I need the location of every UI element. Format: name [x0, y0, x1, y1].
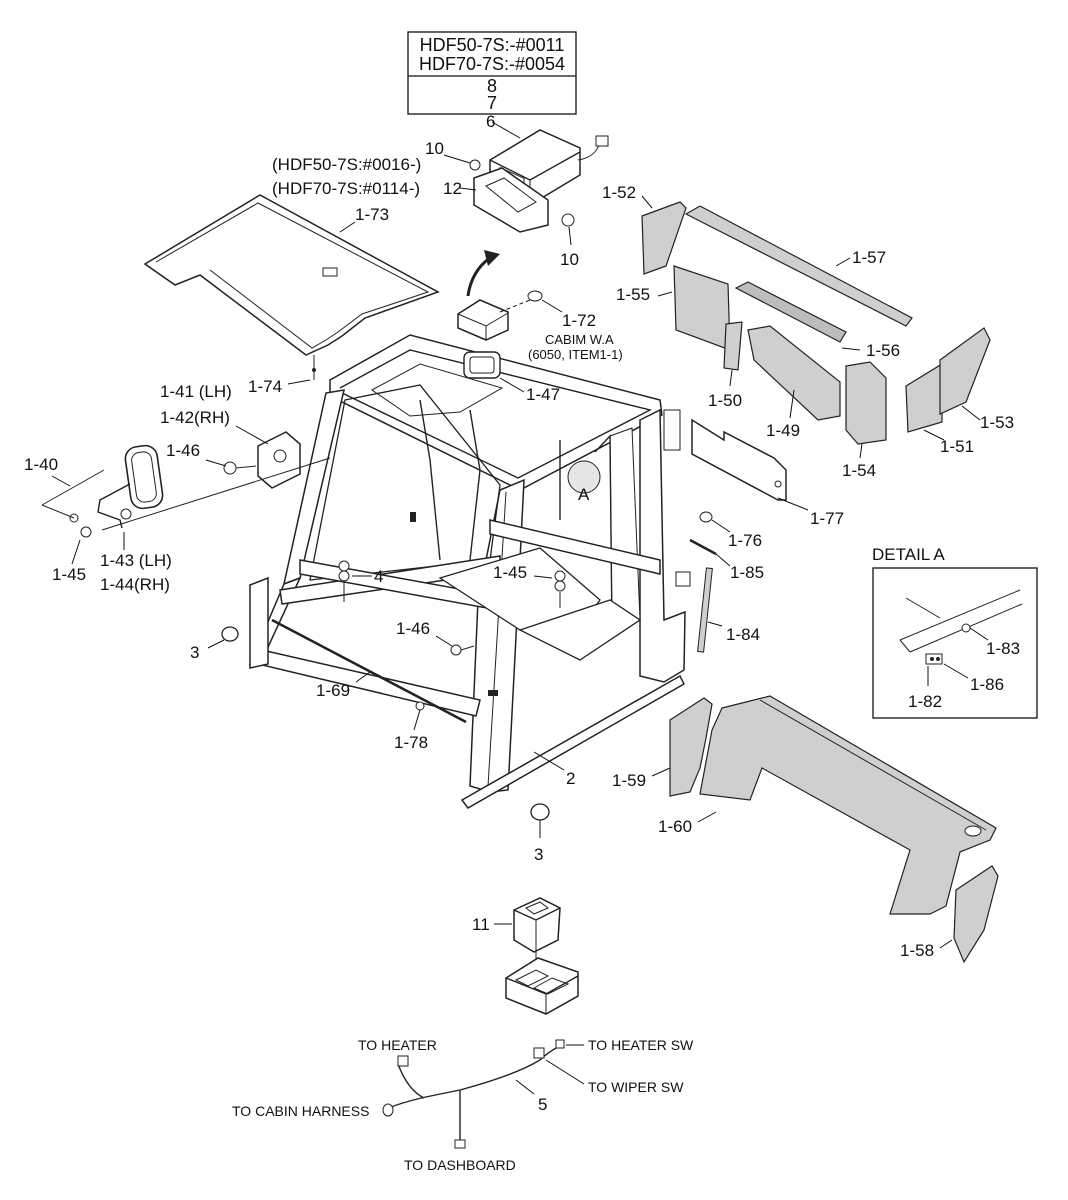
callout-1-74: 1-74: [248, 377, 282, 396]
callout-1-86: 1-86: [970, 675, 1004, 694]
callout-1-60: 1-60: [658, 817, 692, 836]
callout-1-46b: 1-46: [396, 619, 430, 638]
callout-5: 5: [538, 1095, 547, 1114]
radio-unit: [469, 129, 609, 233]
callout-12: 12: [443, 179, 462, 198]
header-line-2: HDF70-7S:-#0054: [419, 54, 565, 74]
serial-note-1: (HDF50-7S:#0016-): [272, 155, 421, 174]
cabin-note-2: (6050, ITEM1-1): [528, 347, 623, 362]
callout-1-42: 1-42(RH): [160, 408, 230, 427]
callout-1-76: 1-76: [728, 531, 762, 550]
callout-1-47: 1-47: [526, 385, 560, 404]
callout-1-77: 1-77: [810, 509, 844, 528]
callout-1-53: 1-53: [980, 413, 1014, 432]
mirror-assembly: [41, 431, 331, 538]
rocker-switch: [505, 897, 579, 1015]
callout-1-49: 1-49: [766, 421, 800, 440]
callout-1-41: 1-41 (LH): [160, 382, 232, 401]
serial-note-2: (HDF70-7S:#0114-): [272, 179, 420, 198]
callout-1-78: 1-78: [394, 733, 428, 752]
label-to-heater: TO HEATER: [358, 1037, 437, 1053]
detail-a-drawing: [899, 589, 1023, 686]
callout-1-44: 1-44(RH): [100, 575, 170, 594]
callout-1-45b: 1-45: [493, 563, 527, 582]
detail-title: DETAIL A: [872, 545, 945, 564]
header-line-4: 7: [487, 93, 497, 113]
cabin-frame: [248, 334, 691, 809]
header-box: HDF50-7S:-#0011 HDF70-7S:-#0054 8 7: [407, 31, 577, 115]
callout-1-52: 1-52: [602, 183, 636, 202]
label-to-cabin-harness: TO CABIN HARNESS: [232, 1103, 369, 1119]
bolt-4: [338, 560, 350, 602]
callout-1-69: 1-69: [316, 681, 350, 700]
callout-1-46a: 1-46: [166, 441, 200, 460]
callout-4: 4: [374, 567, 383, 586]
label-to-dashboard: TO DASHBOARD: [404, 1157, 516, 1173]
callout-1-54: 1-54: [842, 461, 876, 480]
header-line-3: 8: [487, 76, 497, 96]
insulation-pads: [641, 201, 991, 445]
lower-pads: [669, 695, 999, 964]
callout-2: 2: [566, 769, 575, 788]
label-to-wiper-sw: TO WIPER SW: [588, 1079, 684, 1095]
roof-panel: [143, 194, 440, 380]
callout-10b: 10: [560, 250, 579, 269]
callout-1-82: 1-82: [908, 692, 942, 711]
wire-harness: [382, 1039, 565, 1149]
callout-10a: 10: [425, 139, 444, 158]
callout-1-84: 1-84: [726, 625, 760, 644]
callout-1-55: 1-55: [616, 285, 650, 304]
callout-1-59: 1-59: [612, 771, 646, 790]
bolt-1-45b: [554, 570, 566, 608]
callout-1-83: 1-83: [986, 639, 1020, 658]
callout-1-50: 1-50: [708, 391, 742, 410]
callout-1-45a: 1-45: [52, 565, 86, 584]
callout-1-85: 1-85: [730, 563, 764, 582]
callout-1-40: 1-40: [24, 455, 58, 474]
callout-6: 6: [486, 112, 495, 131]
cabin-note-1: CABIM W.A: [545, 332, 614, 347]
callout-1-57: 1-57: [852, 248, 886, 267]
callout-1-56: 1-56: [866, 341, 900, 360]
callout-11: 11: [472, 915, 490, 934]
callout-1-73: 1-73: [355, 205, 389, 224]
detail-marker: A: [578, 485, 590, 504]
header-line-1: HDF50-7S:-#0011: [420, 35, 565, 55]
panel-1-77: [691, 418, 787, 501]
label-to-heater-sw: TO HEATER SW: [588, 1037, 694, 1053]
callout-1-72: 1-72: [562, 311, 596, 330]
callout-1-51: 1-51: [940, 437, 974, 456]
callout-1-58: 1-58: [900, 941, 934, 960]
callout-1-43: 1-43 (LH): [100, 551, 172, 570]
callout-3b: 3: [534, 845, 543, 864]
bolt-1-46b: [450, 644, 475, 656]
callout-3a: 3: [190, 643, 199, 662]
